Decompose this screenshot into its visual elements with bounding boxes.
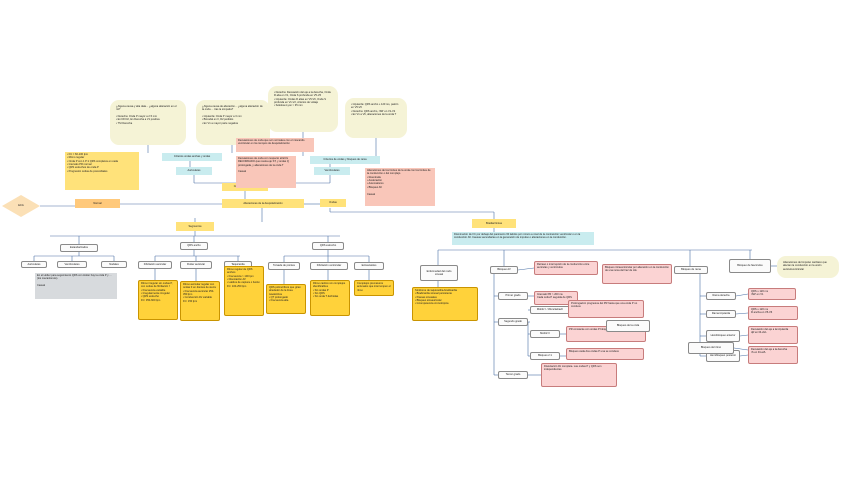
node-bloqueo-right: Bloqueo de la onda (606, 320, 650, 332)
node-estandarizados: Estandarizados (60, 244, 98, 252)
node-ven-text: Criterios de ondas y bloqueo de rama (310, 156, 380, 164)
node-ha-desc: Desviación del eje a la izquierda qR en … (748, 326, 798, 344)
node-segmentos: Segmentos (176, 222, 214, 231)
node-q1: ¿Alguna causa y alta data... ¿alguna alt… (110, 100, 186, 145)
node-ri-desc: QRS ≥ 120 ms R ancha en V5-V6 (748, 306, 798, 320)
node-enf-nodo: Enfermedad del nodo sinusal (420, 265, 458, 281)
node-bloqueo-av: Bloqueo AV (490, 266, 518, 274)
node-primer: Primer grado (498, 292, 528, 300)
node-normal-list: • FC = 60-100 lpm • Ritmo regular • Onda… (65, 152, 139, 190)
node-hp-desc: Desviación del eje a la derecha rS en DI… (748, 346, 798, 364)
connector-line (739, 354, 749, 357)
node-auriculares2: Auriculares (21, 261, 47, 268)
node-tercer: Tercer grado (498, 371, 528, 379)
node-bradiarritmias: Bradiarritmias (472, 219, 516, 228)
node-rama-der: Rama derecha (706, 292, 736, 300)
node-mobitz1: Mobitz I / Wenckebach (530, 306, 570, 314)
node-q2: ¿Alguna causa de alteración... ¿alguna a… (196, 100, 270, 145)
node-tv-desc: Ritmo regular de QRS anchos • Frecuencia… (224, 266, 264, 316)
node-tdp-desc: QRS polimórficos que giran alrededor de … (266, 284, 306, 314)
node-bav-desc: Retraso o interrupción de la conducción … (534, 261, 598, 275)
node-fa-desc: Ritmo irregular sin ondas P, con ondas d… (138, 280, 178, 320)
node-primer-desc: Intervalo PR > 200 ms Cada onda P seguid… (534, 291, 578, 305)
node-rama-izq: Rama izquierda (706, 310, 736, 318)
connector-line (735, 312, 749, 315)
node-mobitz2: Mobitz II (530, 330, 560, 338)
connector-line (733, 347, 749, 351)
node-avanzado: Bloqueo 2:1 (530, 352, 560, 360)
node-ventricular: Ventriculares (314, 167, 350, 175)
node-aur-text: Criterios ondas anchas y ondas (162, 153, 222, 161)
node-bloqueo-far: Bloqueo del ritmo (688, 342, 734, 354)
node-salmon1: Desviaciones de onda que son normales co… (236, 138, 314, 152)
node-bloqueo-fasc: Bloqueo de fascículos (729, 259, 771, 273)
node-ex-desc: Complejos prematuros anómalos que interr… (354, 280, 394, 296)
node-bloqueo-rama: Bloqueo de rama (674, 266, 708, 274)
node-fib-vent: Fibrilación ventricular (310, 262, 348, 270)
node-qrs-ancho: QRS ancho (180, 242, 208, 250)
node-torsades: Torsade de pointes (268, 262, 300, 270)
node-segundo: Segundo grado (498, 318, 528, 326)
node-gray-box: En el Holter para seguimiento QRS con Ho… (35, 273, 117, 299)
node-salmon3: Alteraciones de los límites de la onda c… (365, 168, 435, 206)
node-extrasistoles: Extrasístoles (354, 262, 384, 270)
node-q3: • Derecha: Desviación del eje a la derec… (268, 86, 338, 132)
node-nodales: Nodales (101, 261, 127, 268)
node-hemi-ant: Hemibloqueo anterior (706, 330, 740, 342)
node-ondas: Ondas (320, 199, 346, 207)
node-far-desc: Alteraciones del impulso cardíaco que af… (777, 256, 839, 278)
node-fv-desc: Ritmo caótico sin complejos identificabl… (310, 280, 350, 316)
node-flutter: Flutter auricular (180, 261, 212, 269)
node-fl-desc: Ritmo auricular regular con ondas F en d… (180, 281, 220, 321)
node-m1-desc: Prolongación progresiva del PR hasta que… (568, 300, 644, 318)
node-normal: Normal (75, 199, 120, 208)
node-bav-right: Bloqueo intraventricular por alteración … (602, 264, 672, 284)
node-auricular: Auriculares (176, 167, 212, 175)
node-start: ECG (2, 195, 40, 217)
node-av-desc: Bloqueo cada dos ondas P una se conduce (566, 348, 644, 360)
node-qrs-estrecho: QRS estrecho (312, 242, 344, 250)
node-alteraciones: Alteraciones de la despolarización (222, 199, 304, 208)
node-tercer-desc: Disociación AV completa. Las ondas P y Q… (541, 363, 617, 387)
connector-line (517, 267, 535, 271)
connector-line (735, 293, 749, 297)
node-q4: • Izquierda: QRS ancho ≥ 120 ms, patrón … (345, 98, 407, 138)
node-brady-desc: Disminución de FC por debajo del parámet… (452, 232, 594, 245)
node-fib-auricular: Fibrilación auricular (138, 261, 172, 269)
connector-line (739, 334, 749, 337)
node-enf-desc: Síndrome de taquicardia-bradicardia • Br… (412, 287, 478, 321)
node-salmon2: Desviaciones de onda con respecto al ECG… (236, 156, 296, 188)
node-rd-desc: QRS ≥ 120 ms rSR' en V1 (748, 288, 796, 300)
node-ventriculares2: Ventriculares (57, 261, 87, 268)
